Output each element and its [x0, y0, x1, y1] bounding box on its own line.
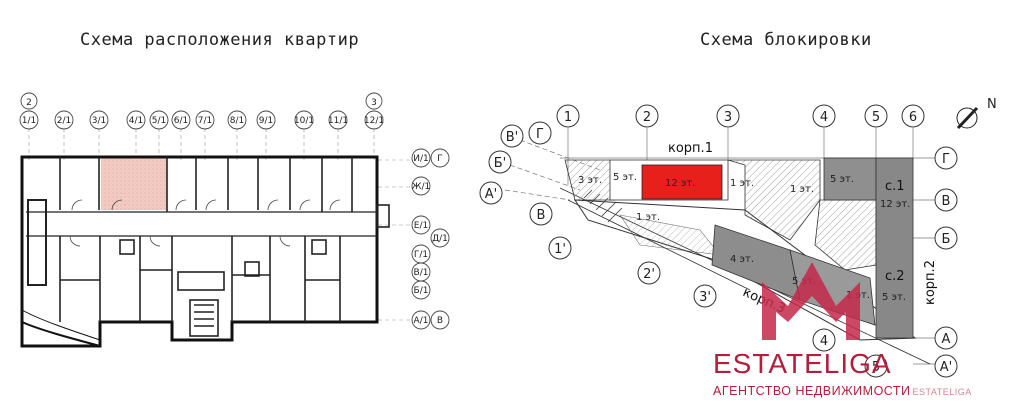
block-axis-label: Б: [942, 232, 951, 247]
block-axis-label: 2': [643, 267, 655, 282]
floor-label: 12 эт.: [880, 199, 910, 210]
block-axis-label: Г: [942, 152, 950, 167]
plan-side-axis: Е/1: [414, 221, 428, 231]
block-axis-label: В: [942, 194, 951, 209]
plan-side-axis: Г: [437, 154, 443, 164]
blocking-scheme-title: Схема блокировки: [700, 30, 872, 50]
floor-label: 5 эт.: [882, 292, 906, 303]
block-axis-label: 4: [820, 334, 828, 349]
floor-plan: 2 3 1/1 2/1 3/1 4/1 5/1 6/1 7/1 8/1 9/1 …: [19, 92, 450, 348]
plan-axis-3: 3: [365, 92, 383, 110]
svg-text:2: 2: [26, 98, 32, 108]
block-axis-label: 2: [643, 110, 651, 125]
block-axis-label: 5: [872, 360, 880, 375]
floor-label: 1 эт.: [636, 212, 660, 223]
block-axis-label: А': [940, 360, 952, 375]
plan-axis-label: 1/1: [22, 116, 36, 126]
block-axis-label: Г: [536, 127, 544, 142]
block-axis-label: В: [537, 208, 546, 223]
plan-side-axis: Г/1: [414, 250, 428, 260]
block-axis-label: В': [506, 130, 519, 145]
floor-label: 3 эт.: [578, 175, 602, 186]
plan-side-axis: Б/1: [414, 286, 429, 296]
floor-label: 5 эт.: [830, 174, 854, 185]
svg-text:N: N: [987, 97, 997, 112]
apartments-scheme-title: Схема расположения квартир: [80, 30, 360, 50]
plan-axis-label: 11/1: [328, 116, 348, 126]
block-axis-label: Б': [494, 156, 507, 171]
brand-tagline-text: АГЕНТСТВО НЕДВИЖИМОСТИ: [713, 384, 911, 398]
floor-label: 1 эт.: [790, 184, 814, 195]
plan-axis-label: 9/1: [259, 116, 273, 126]
section-label: с.2: [885, 269, 905, 284]
floor-label: 5 эт.: [613, 172, 637, 183]
plan-axis-label: 8/1: [230, 116, 244, 126]
block-axis-label: 5: [872, 110, 880, 125]
brand-name: ESTATELIGA: [713, 348, 892, 379]
block-axis-label: 1': [554, 242, 566, 257]
plan-side-axis: В: [437, 316, 443, 326]
plan-axis-label: 5/1: [152, 116, 166, 126]
floor-label: 4 эт.: [730, 254, 754, 265]
block-axis-label: 3': [699, 290, 711, 305]
block-axis-label: 3: [724, 110, 732, 125]
corp2-label: корп.2: [923, 260, 938, 305]
north-arrow-icon: N: [956, 97, 997, 130]
plan-side-axis: А/1: [414, 316, 429, 326]
plan-side-axis: И/1: [413, 154, 429, 164]
plan-axis-label: 12/1: [364, 116, 384, 126]
svg-text:3: 3: [371, 98, 377, 108]
block-axis-label: 1: [564, 110, 572, 125]
plan-side-axis: Ж/1: [412, 182, 430, 192]
plan-axis-label: 6/1: [174, 116, 188, 126]
block-axis-label: А: [942, 332, 951, 347]
plan-axis-label: 7/1: [198, 116, 212, 126]
plan-axis-label: 2/1: [57, 116, 71, 126]
corp1-label: корп.1: [668, 141, 713, 156]
blocking-scheme: 3 эт. 5 эт. 12 эт. 1 эт. 1 эт. 1 эт. 5 э…: [479, 97, 997, 378]
estateliga-logo-icon: [762, 262, 860, 340]
plan-axis-label: 10/1: [294, 116, 314, 126]
block-axis-label: А': [485, 187, 497, 202]
plan-side-axis: В/1: [414, 268, 429, 278]
selected-section: [641, 164, 723, 200]
block-axis-label: 4: [820, 110, 828, 125]
plan-axis-label: 4/1: [129, 116, 143, 126]
plan-axis-label: 3/1: [92, 116, 106, 126]
section-label: с.1: [885, 179, 905, 194]
brand-mini-text: ESTATELIGA: [912, 387, 972, 397]
floor-label-highlighted: 12 эт.: [665, 178, 695, 189]
floor-label: 1 эт.: [730, 178, 754, 189]
plan-axis-2: 2: [20, 92, 38, 110]
plan-side-axis: Д/1: [432, 234, 448, 244]
block-axis-label: 6: [909, 110, 917, 125]
